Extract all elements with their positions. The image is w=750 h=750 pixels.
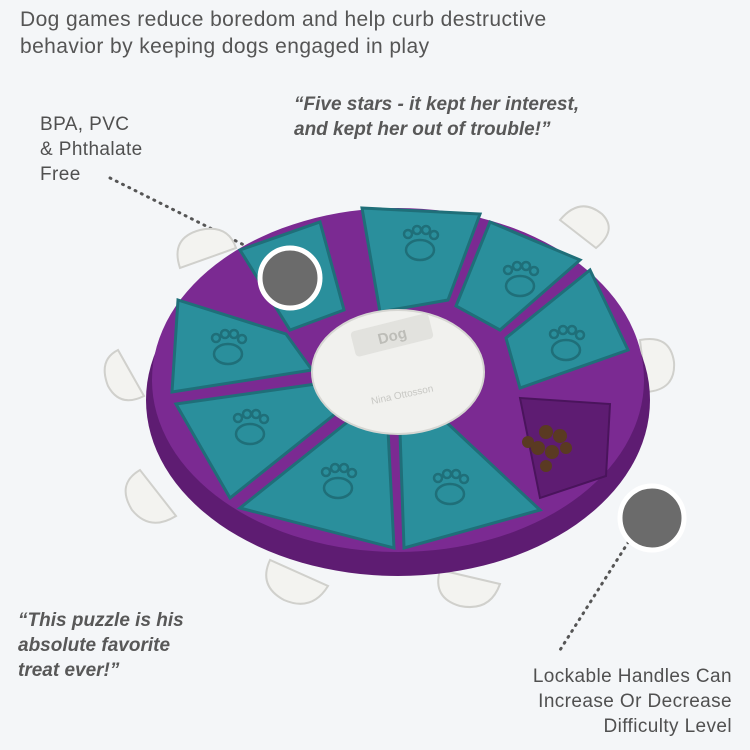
feature-lockable-handles-line-3: Difficulty Level xyxy=(603,716,732,737)
marker-right xyxy=(617,483,687,553)
feature-lockable-handles: Lockable Handles Can Increase Or Decreas… xyxy=(470,664,732,739)
paw-print-icons xyxy=(210,224,586,506)
callout-line-right xyxy=(558,528,638,652)
review-quote-top: “Five stars - it kept her interest, and … xyxy=(294,92,724,142)
feature-lockable-handles-line-1: Lockable Handles Can xyxy=(532,666,732,687)
center-logo-plate xyxy=(350,313,434,357)
review-quote-bottom-line-3: treat ever!” xyxy=(18,660,120,681)
review-quote-bottom: “This puzzle is his absolute favorite tr… xyxy=(18,608,278,683)
center-logo: Dog xyxy=(376,325,408,349)
review-quote-top-line-2: and kept her out of trouble!” xyxy=(294,119,551,140)
treats xyxy=(522,425,572,472)
callout-line-left xyxy=(108,176,252,250)
feature-bpa-free-line-3: Free xyxy=(40,164,81,185)
feature-lockable-handles-line-2: Increase Or Decrease xyxy=(538,691,732,712)
review-quote-top-line-1: “Five stars - it kept her interest, xyxy=(294,94,580,115)
feature-bpa-free-line-2: & Phthalate xyxy=(40,139,143,160)
headline: Dog games reduce boredom and help curb d… xyxy=(20,6,730,60)
feature-bpa-free: BPA, PVC & Phthalate Free xyxy=(40,112,210,187)
review-quote-bottom-line-2: absolute favorite xyxy=(18,635,171,656)
review-quote-bottom-line-1: “This puzzle is his xyxy=(18,610,184,631)
headline-line-1: Dog games reduce boredom and help curb d… xyxy=(20,8,547,31)
handles xyxy=(103,205,676,608)
headline-line-2: behavior by keeping dogs engaged in play xyxy=(20,35,430,58)
marker-left xyxy=(257,245,323,311)
feature-bpa-free-line-1: BPA, PVC xyxy=(40,114,130,135)
